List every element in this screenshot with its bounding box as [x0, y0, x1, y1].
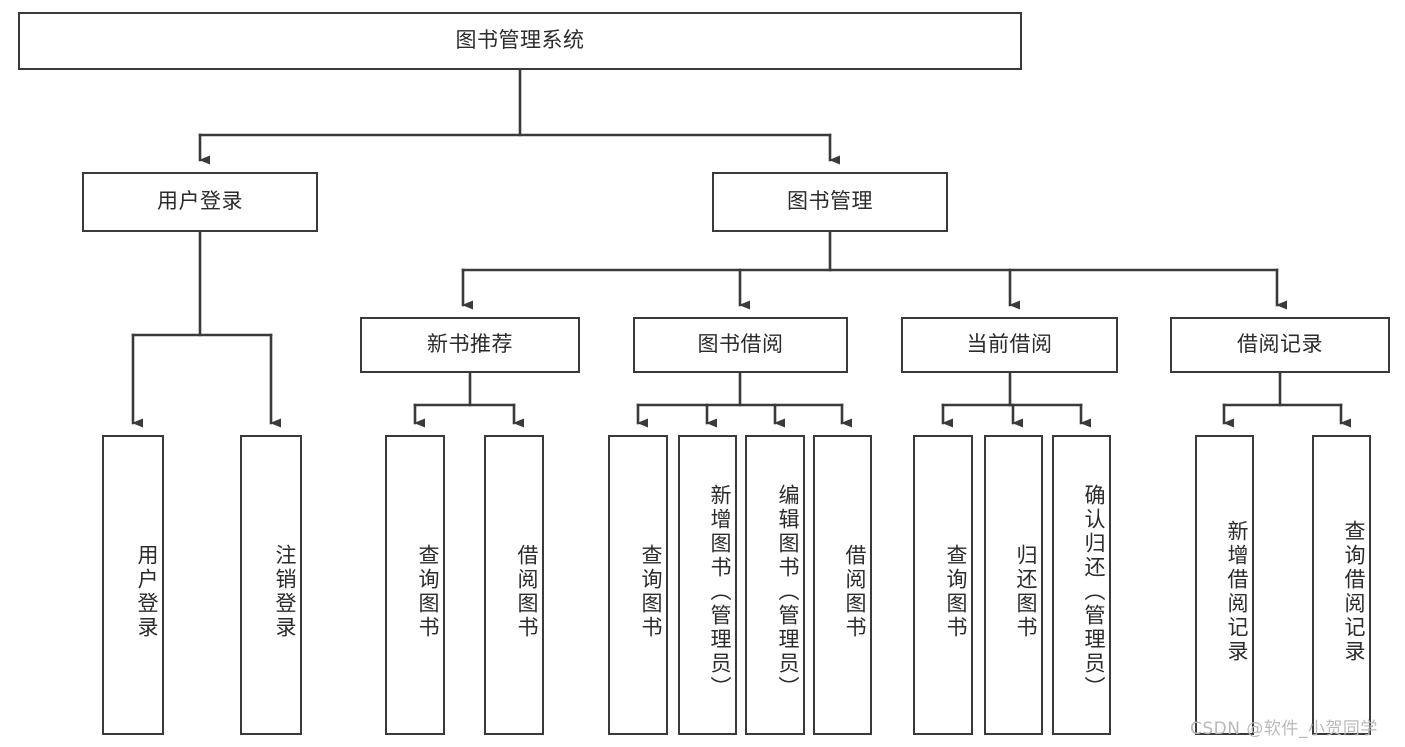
node-leaf-edit-book-label: 编辑图书（管理员）: [776, 484, 800, 700]
node-leaf-return-book-label: 归还图书: [1014, 544, 1038, 640]
node-leaf-logout[interactable]: 注销登录: [240, 435, 302, 735]
node-leaf-query-book-bb[interactable]: 查询图书: [608, 435, 668, 735]
node-leaf-add-record[interactable]: 新增借阅记录: [1195, 435, 1254, 735]
node-leaf-query-book-cb[interactable]: 查询图书: [913, 435, 973, 735]
node-current-borrow[interactable]: 当前借阅: [901, 317, 1118, 373]
node-root-label: 图书管理系统: [455, 28, 585, 53]
node-book-borrow[interactable]: 图书借阅: [633, 317, 848, 373]
node-borrow-record-label: 借阅记录: [1237, 332, 1323, 357]
node-leaf-user-login-label: 用户登录: [135, 544, 159, 640]
node-leaf-query-record-label: 查询借阅记录: [1342, 520, 1366, 664]
node-leaf-logout-label: 注销登录: [273, 544, 297, 640]
node-leaf-return-book[interactable]: 归还图书: [984, 435, 1043, 735]
node-leaf-query-book-bb-label: 查询图书: [639, 544, 663, 640]
node-leaf-borrow-book-rec[interactable]: 借阅图书: [484, 435, 544, 735]
node-leaf-add-record-label: 新增借阅记录: [1225, 520, 1249, 664]
node-book-borrow-label: 图书借阅: [697, 332, 784, 357]
node-leaf-add-book[interactable]: 新增图书（管理员）: [678, 435, 737, 735]
node-leaf-query-book-cb-label: 查询图书: [944, 544, 968, 640]
node-book-manage[interactable]: 图书管理: [712, 172, 948, 232]
node-leaf-query-book-rec[interactable]: 查询图书: [385, 435, 445, 735]
node-leaf-edit-book[interactable]: 编辑图书（管理员）: [745, 435, 805, 735]
node-leaf-confirm-return-label: 确认归还（管理员）: [1082, 484, 1106, 700]
node-leaf-borrow-book-rec-label: 借阅图书: [515, 544, 539, 640]
watermark: CSDN @软件_小贺同学: [1190, 719, 1378, 739]
node-leaf-user-login[interactable]: 用户登录: [102, 435, 164, 735]
node-leaf-add-book-label: 新增图书（管理员）: [708, 484, 732, 700]
node-leaf-confirm-return[interactable]: 确认归还（管理员）: [1052, 435, 1111, 735]
node-new-book-rec[interactable]: 新书推荐: [360, 317, 580, 373]
node-leaf-borrow-book-bb[interactable]: 借阅图书: [813, 435, 872, 735]
node-current-borrow-label: 当前借阅: [966, 332, 1053, 357]
node-leaf-query-book-rec-label: 查询图书: [416, 544, 440, 640]
node-borrow-record[interactable]: 借阅记录: [1170, 317, 1390, 373]
node-user-login[interactable]: 用户登录: [82, 172, 318, 232]
node-leaf-query-record[interactable]: 查询借阅记录: [1312, 435, 1371, 735]
node-new-book-rec-label: 新书推荐: [427, 332, 513, 357]
node-user-login-label: 用户登录: [157, 189, 243, 214]
node-root[interactable]: 图书管理系统: [18, 12, 1022, 70]
node-book-manage-label: 图书管理: [787, 189, 873, 214]
node-leaf-borrow-book-bb-label: 借阅图书: [843, 544, 867, 640]
